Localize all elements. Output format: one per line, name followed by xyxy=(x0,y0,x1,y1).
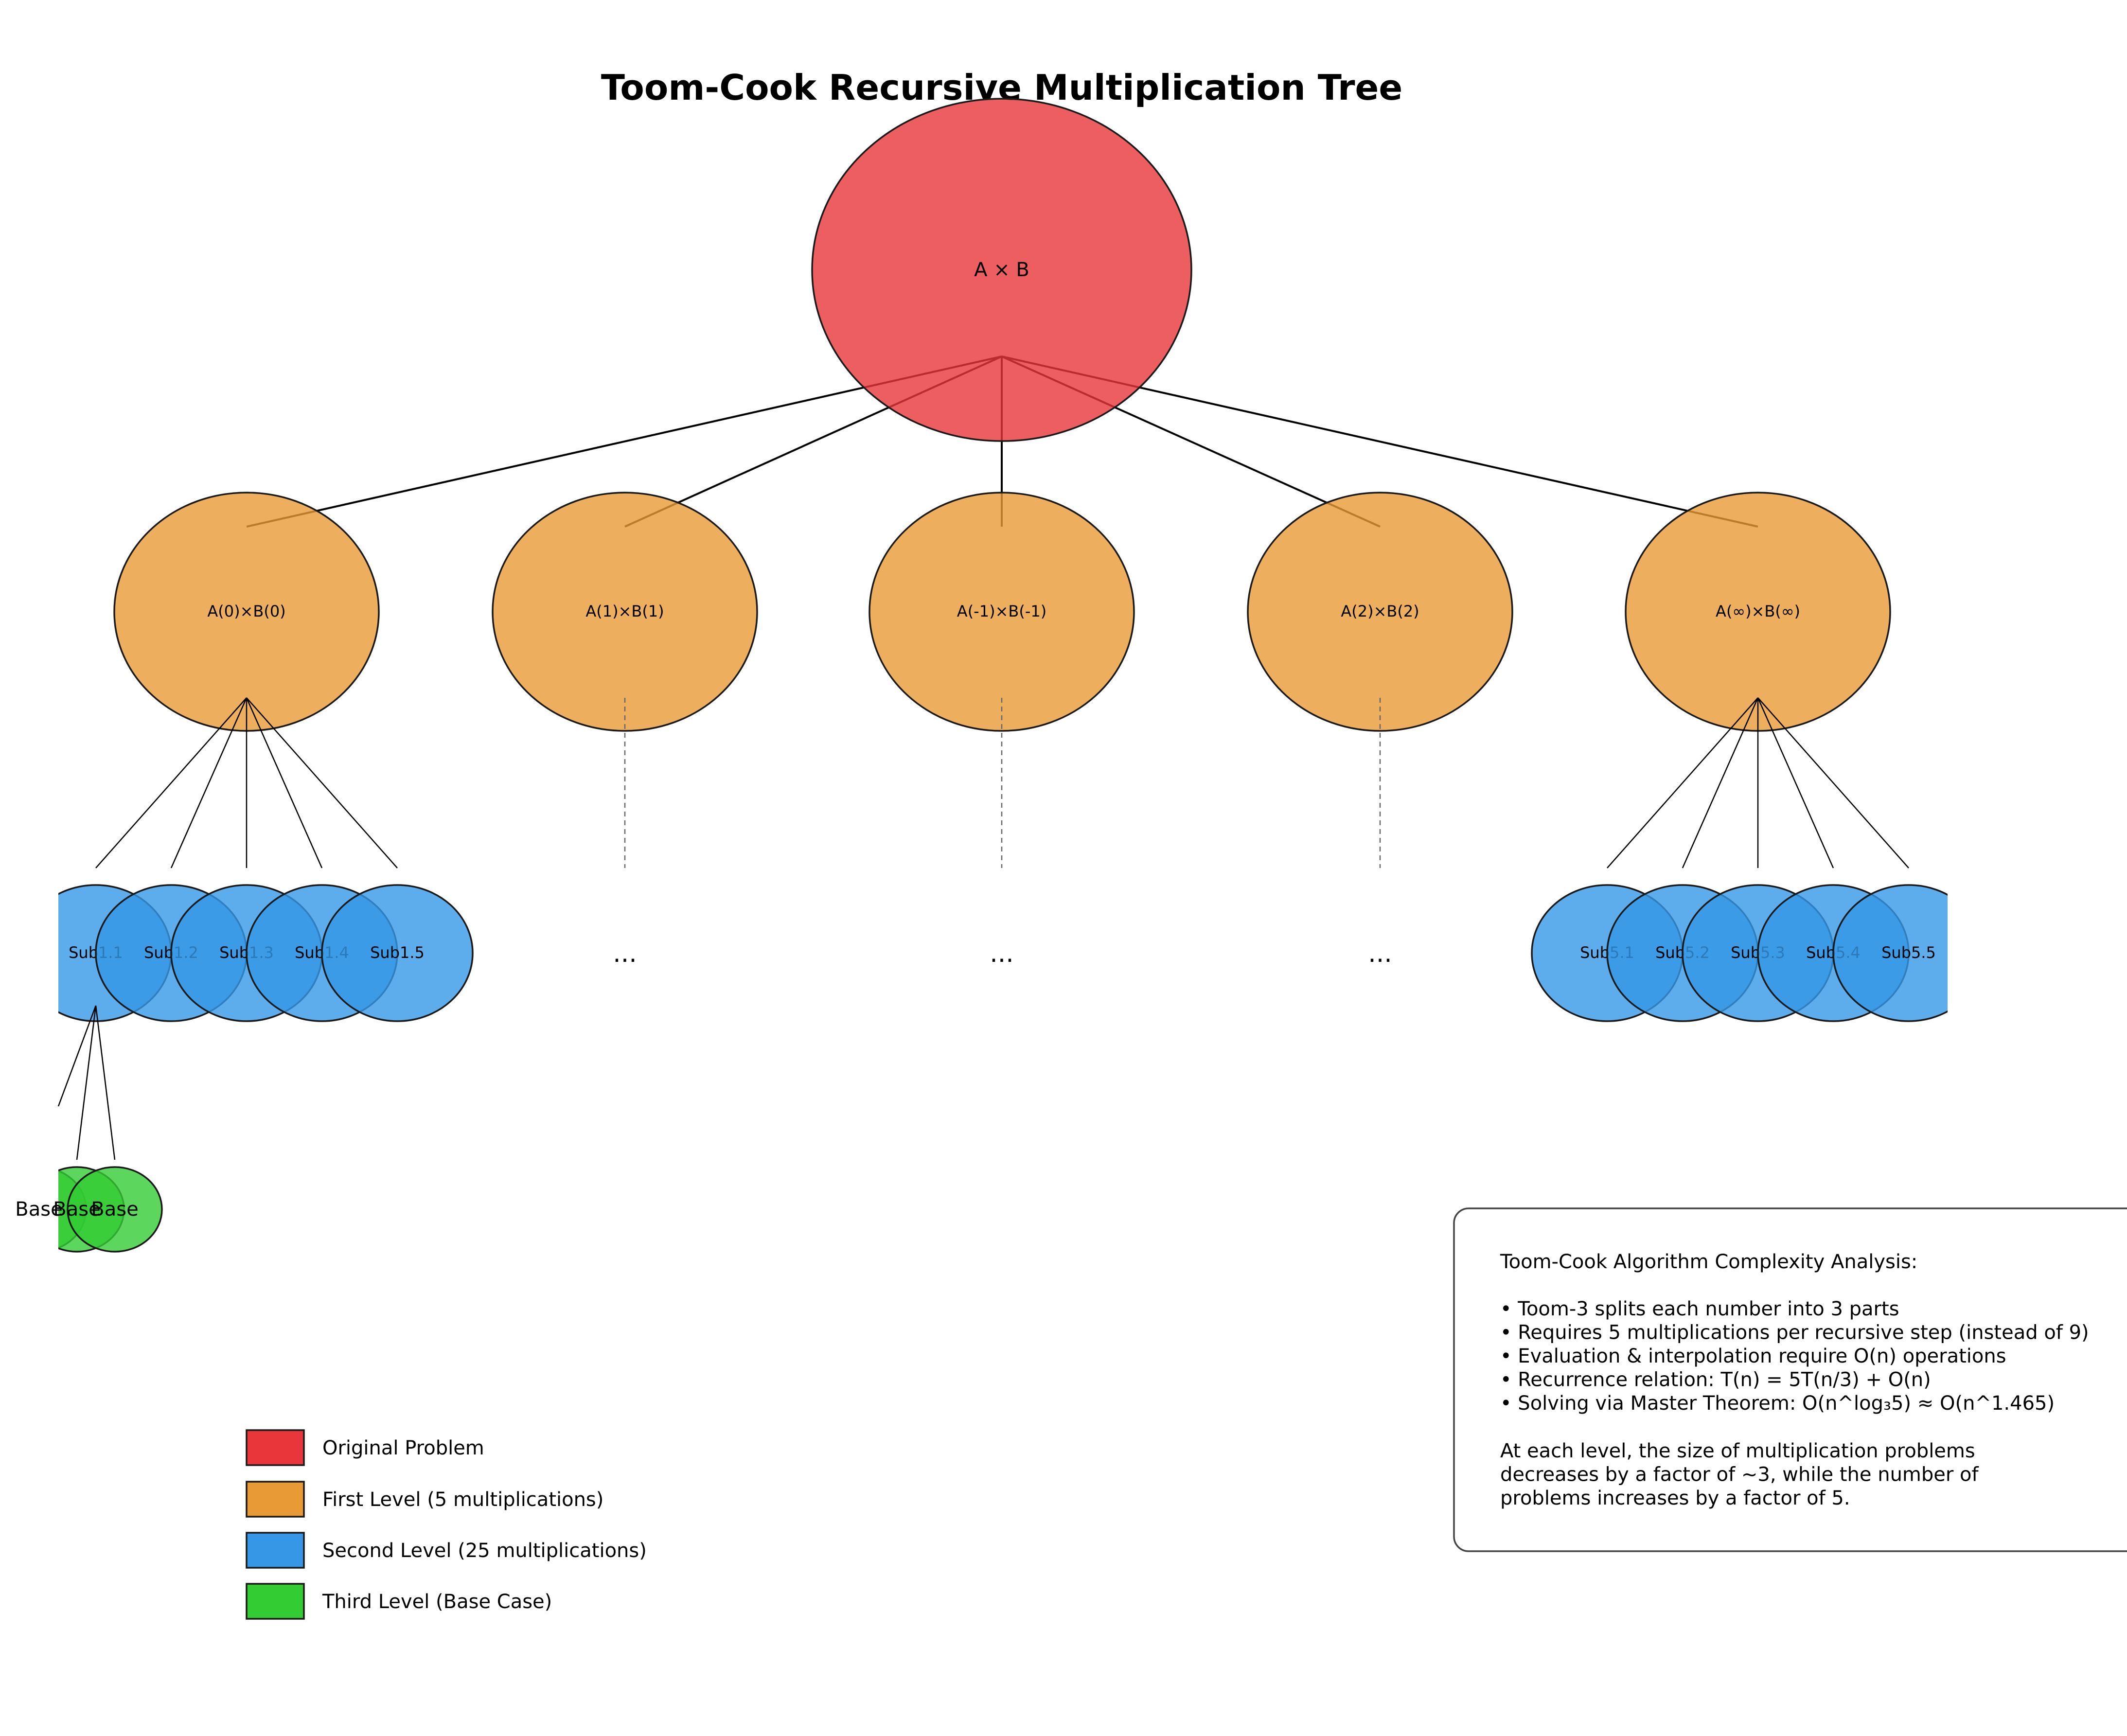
level1-node-label: A(-1)×B(-1) xyxy=(957,602,1046,620)
info-bullet: • Recurrence relation: T(n) = 5T(n/3) + … xyxy=(1500,1369,1931,1391)
info-summary-line: decreases by a factor of ~3, while the n… xyxy=(1500,1464,1979,1486)
level1-node-shape xyxy=(869,492,1135,732)
level1-node-label: A(0)×B(0) xyxy=(207,602,285,620)
level2-group5: Sub5.1Sub5.2Sub5.3Sub5.4Sub5.5 xyxy=(1531,697,1948,1022)
info-bullet: • Solving via Master Theorem: O(n^log₃5)… xyxy=(1500,1392,2055,1415)
level2-node-shape xyxy=(1832,884,1948,1022)
level1-node-label: A(∞)×B(∞) xyxy=(1716,602,1800,620)
legend-item: Second Level (25 multiplications) xyxy=(246,1532,647,1569)
level2-node: Sub1.5 xyxy=(321,884,474,1022)
info-bullet: • Evaluation & interpolation require O(n… xyxy=(1500,1345,2006,1367)
level2-edge xyxy=(1757,697,1834,868)
level2-node-label: Sub1.5 xyxy=(370,943,425,962)
info-bullet: • Requires 5 multiplications per recursi… xyxy=(1500,1322,2089,1344)
level1-node: A(∞)×B(∞) xyxy=(1625,492,1891,732)
level3-node-label: Base xyxy=(91,1198,138,1221)
level1-node-shape xyxy=(492,492,758,732)
info-bullet: • Toom-3 splits each number into 3 parts xyxy=(1500,1298,1899,1320)
legend-label: Third Level (Base Case) xyxy=(322,1591,552,1613)
level2-group1: Sub1.1Sub1.2Sub1.3Sub1.4Sub1.5 xyxy=(58,697,474,1022)
info-box-frame xyxy=(1453,1207,2127,1552)
level1-node-label: A(2)×B(2) xyxy=(1341,602,1419,620)
level3-node-shape xyxy=(67,1166,163,1253)
root-node: A × B xyxy=(811,98,1192,442)
level1-node-shape xyxy=(1247,492,1513,732)
info-box-text: Toom-Cook Algorithm Complexity Analysis:… xyxy=(1500,1251,2089,1509)
legend-label: Second Level (25 multiplications) xyxy=(322,1540,647,1562)
level2-edge xyxy=(1682,697,1759,868)
level2-edge xyxy=(95,697,247,868)
legend-item: Third Level (Base Case) xyxy=(246,1583,552,1620)
level1-node: A(1)×B(1) xyxy=(492,492,758,732)
level2-edge xyxy=(170,697,248,868)
level3-node-label: Base xyxy=(53,1198,100,1221)
info-summary-line: At each level, the size of multiplicatio… xyxy=(1500,1440,1975,1462)
level3-shapes xyxy=(58,1166,163,1253)
complexity-info-box: Toom-Cook Algorithm Complexity Analysis:… xyxy=(1453,1207,2127,1552)
legend-swatch xyxy=(246,1481,305,1518)
level1-node: A(2)×B(2) xyxy=(1247,492,1513,732)
info-heading: Toom-Cook Algorithm Complexity Analysis: xyxy=(1500,1251,1917,1273)
collapsed-ellipsis: ... xyxy=(990,939,1014,968)
legend-label: Original Problem xyxy=(322,1437,484,1459)
root-node-label: A × B xyxy=(974,259,1029,281)
level2-edge xyxy=(246,697,398,868)
root-node-shape xyxy=(811,98,1192,442)
level2-edge xyxy=(246,697,323,868)
legend-swatch xyxy=(246,1532,305,1569)
legend-swatch xyxy=(246,1429,305,1466)
legend-item: Original Problem xyxy=(246,1429,484,1466)
level2-node-label: Sub5.5 xyxy=(1881,943,1936,962)
level2-edge xyxy=(1607,697,1758,868)
legend-swatch xyxy=(246,1583,305,1620)
level2-node-shape xyxy=(321,884,474,1022)
collapsed-ellipsis: ... xyxy=(1368,939,1392,968)
level1-node-label: A(1)×B(1) xyxy=(585,602,664,620)
level3-edge xyxy=(76,1005,97,1160)
level2-edge xyxy=(1757,697,1909,868)
legend-item: First Level (5 multiplications) xyxy=(246,1481,603,1518)
level2-node: Sub5.5 xyxy=(1832,884,1948,1022)
level3-edge xyxy=(95,1005,116,1160)
info-summary-line: problems increases by a factor of 5. xyxy=(1500,1487,1850,1509)
level3-node-label: Base xyxy=(15,1198,62,1221)
level2-nodes: Sub1.1Sub1.2Sub1.3Sub1.4Sub1.5 Sub5.1Sub5… xyxy=(58,697,1948,1022)
level3-edge xyxy=(57,1005,97,1107)
level1-node: A(0)×B(0) xyxy=(113,492,380,732)
legend-label: First Level (5 multiplications) xyxy=(322,1488,603,1511)
collapsed-ellipsis: ... xyxy=(613,939,637,968)
level1-nodes: A(0)×B(0) A(1)×B(1) A(-1)×B(-1) A(2)×B(2) A(… xyxy=(113,492,1891,732)
level1-node: A(-1)×B(-1) xyxy=(869,492,1135,732)
